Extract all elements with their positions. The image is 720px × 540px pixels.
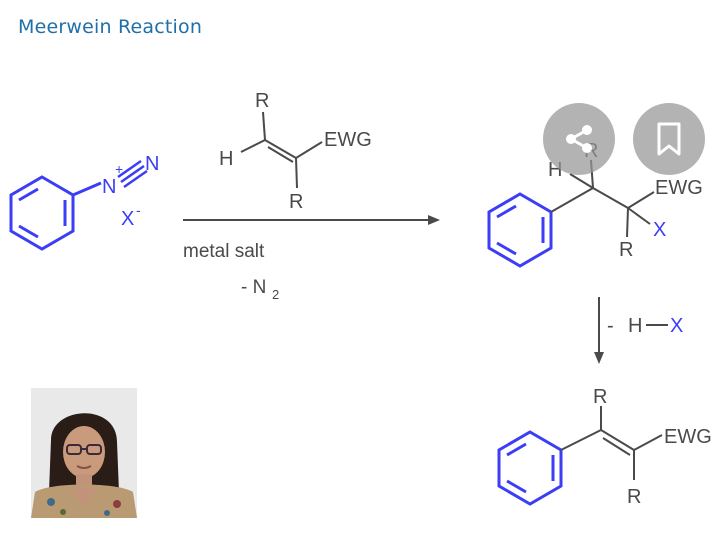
label-n-terminal: N: [145, 153, 159, 175]
product2-r-top: R: [593, 386, 607, 408]
bond-ring-n: [72, 181, 102, 197]
alkene-r-top: R: [255, 90, 269, 112]
triple-bond: [117, 159, 148, 189]
benzene-ring-product2: [497, 430, 563, 506]
share-button[interactable]: [543, 103, 615, 175]
product1-ewg: EWG: [655, 177, 703, 199]
product1-bonds: [550, 159, 655, 238]
label-counterion: X: [121, 208, 134, 230]
alkene-bonds: [240, 111, 323, 189]
benzene-ring-reactant: [9, 175, 75, 251]
alkene-r-bottom: R: [289, 191, 303, 213]
label-n-plus: N: [102, 176, 116, 198]
elimination-minus: -: [607, 315, 614, 337]
alkene-ewg: EWG: [324, 129, 372, 151]
share-icon: [566, 125, 592, 153]
condition-loss: - N: [241, 277, 266, 298]
elimination-x: X: [670, 315, 683, 337]
reaction-arrowhead: [428, 215, 440, 225]
bookmark-icon: [657, 122, 681, 156]
condition-loss-subscript: 2: [272, 287, 279, 302]
bookmark-button[interactable]: [633, 103, 705, 175]
product2-r-bottom: R: [627, 486, 641, 508]
product2-ewg: EWG: [664, 426, 712, 448]
product2-bonds: [560, 406, 663, 480]
product1-x: X: [653, 219, 666, 241]
product1-r-bottom: R: [619, 239, 633, 261]
alkene-h: H: [219, 148, 233, 170]
slide-title: Meerwein Reaction: [18, 16, 203, 38]
benzene-ring-product1: [487, 192, 553, 268]
presenter-photo: [31, 388, 137, 518]
label-plus: +: [115, 161, 123, 177]
presenter-portrait: [31, 388, 137, 518]
elimination-h: H: [628, 315, 642, 337]
elimination-arrowhead: [594, 352, 604, 364]
label-counterion-charge: -: [136, 202, 141, 218]
condition-reagent: metal salt: [183, 241, 265, 262]
